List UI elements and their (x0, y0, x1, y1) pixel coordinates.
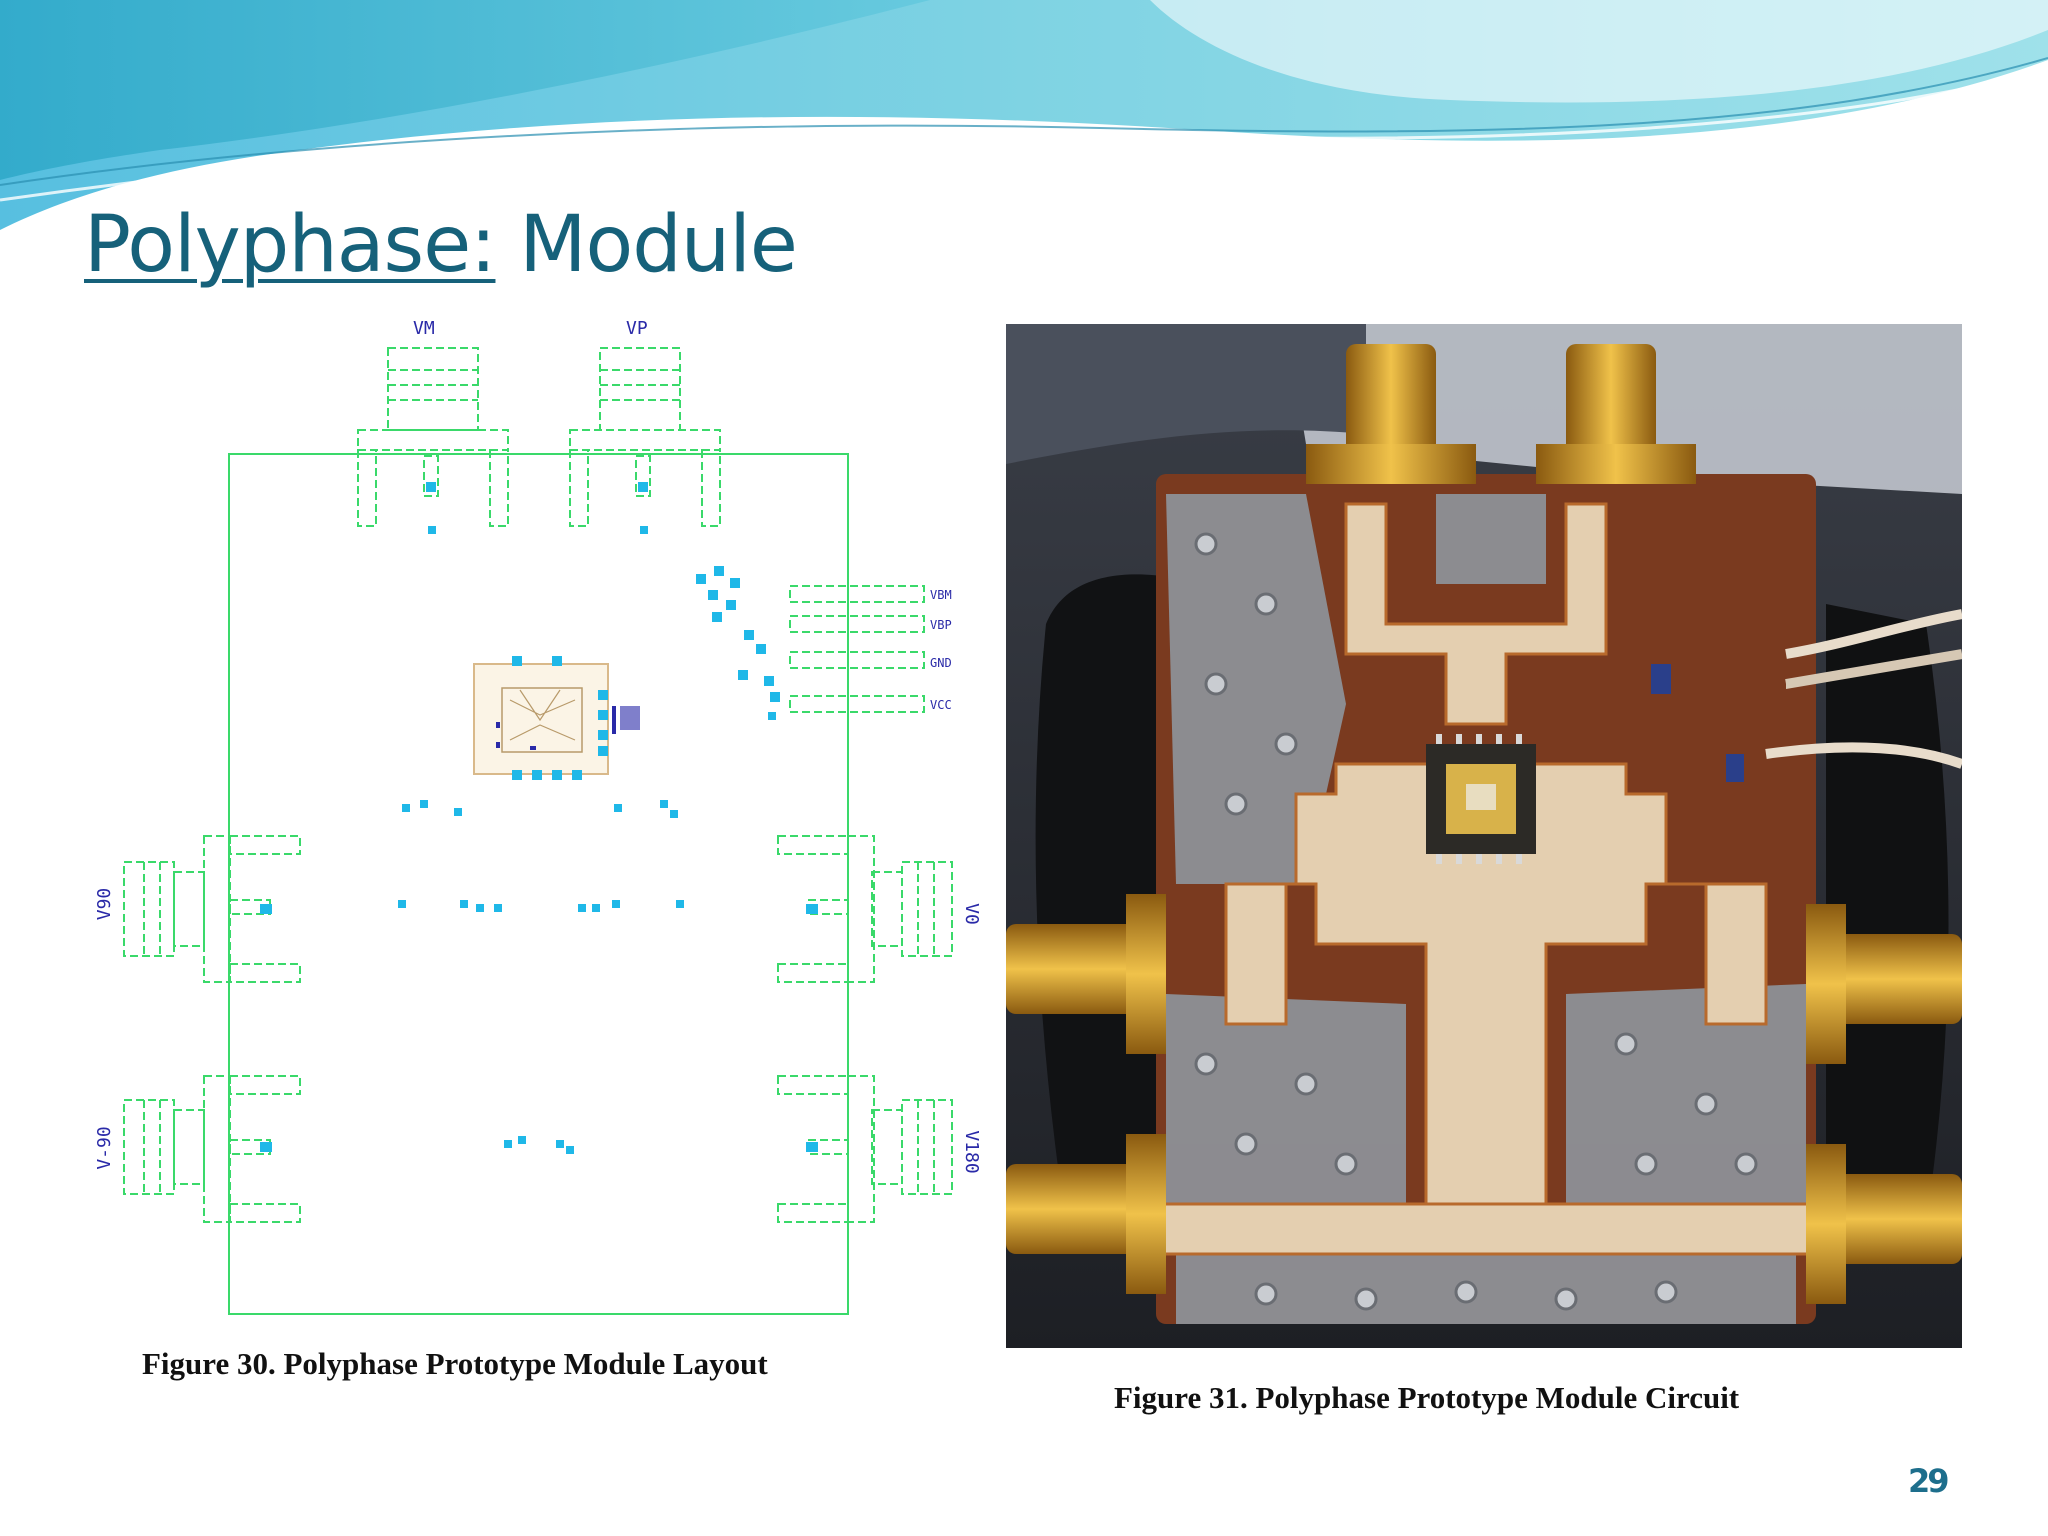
right-connector-v0 (777, 835, 953, 983)
port-label-v0: V0 (961, 903, 982, 925)
figure-30-caption: Figure 30. Polyphase Prototype Module La… (142, 1346, 768, 1381)
layout-vias (260, 482, 818, 1154)
port-label-vm: VM (413, 318, 435, 339)
bias-label-vcc: VCC (930, 698, 952, 712)
sma-connector-right-upper (1806, 904, 1962, 1064)
figure-31-caption: Figure 31. Polyphase Prototype Module Ci… (1114, 1380, 1740, 1415)
left-connector-vneg90 (123, 1075, 301, 1223)
port-label-v180: V180 (961, 1130, 982, 1173)
ic-footprint (473, 656, 640, 780)
left-connector-v90 (123, 835, 301, 983)
top-connector-vm (357, 347, 509, 527)
ic-chip (1426, 734, 1536, 864)
port-label-vneg90: V-90 (94, 1126, 115, 1169)
bias-label-vbm: VBM (930, 588, 952, 602)
slide-title: Polyphase: Module (84, 200, 798, 290)
sma-connector-top-right (1536, 344, 1696, 484)
port-label-vp: VP (626, 318, 648, 339)
module-layout-figure: VM VP VBM VBP GND VCC V90 V-90 V0 V180 (94, 318, 982, 1315)
sma-connector-top-left (1306, 344, 1476, 484)
port-label-v90: V90 (94, 888, 115, 921)
board-outline (228, 453, 849, 1315)
bias-label-gnd: GND (930, 656, 952, 670)
top-connector-vp (569, 347, 721, 527)
sma-connector-left-lower (1006, 1134, 1166, 1294)
bias-traces (789, 585, 925, 713)
header-wave (0, 0, 2048, 230)
title-part-2: Module (495, 200, 798, 290)
right-connector-v180 (777, 1075, 953, 1223)
sma-connector-left-upper (1006, 894, 1166, 1054)
sma-connector-right-lower (1806, 1144, 1962, 1304)
title-part-1: Polyphase: (84, 200, 496, 290)
page-number: 29 (1908, 1462, 1949, 1500)
bias-label-vbp: VBP (930, 618, 952, 632)
module-circuit-photo (1006, 324, 1962, 1348)
